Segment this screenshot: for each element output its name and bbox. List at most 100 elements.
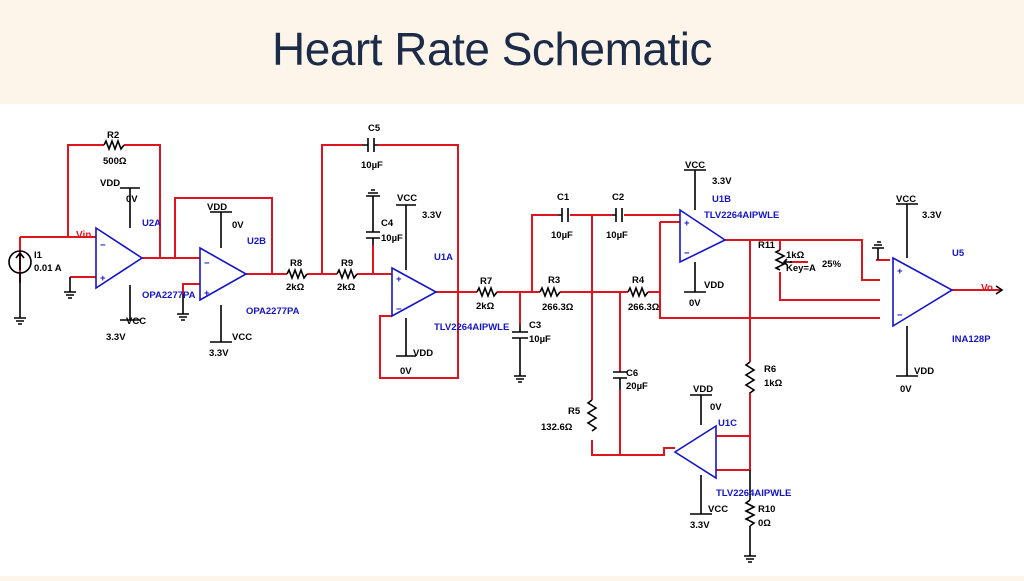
label-r11: R11 [758, 240, 776, 251]
u2b-vcc-rail [210, 305, 232, 343]
label-u2a-0v: 0V [126, 194, 138, 205]
label-r9: R9 [341, 258, 353, 269]
label-c2-value: 10µF [606, 230, 628, 241]
ground-r10 [744, 555, 756, 563]
label-u1c-part: TLV2264AIPWLE [716, 488, 791, 499]
label-u5: U5 [952, 248, 965, 259]
wire-u2b-fb [174, 197, 273, 274]
label-r7-value: 2kΩ [476, 301, 495, 312]
wire-u1c-inp [591, 440, 675, 456]
u1b-vdd-rail [684, 262, 706, 293]
label-u5-part: INA128P [952, 334, 991, 345]
label-vo: Vo [981, 283, 993, 294]
label-u2a: U2A [142, 218, 161, 229]
label-r11-value: 1kΩ [786, 250, 805, 261]
svg-text:−: − [897, 310, 903, 321]
resistor-r7 [476, 285, 498, 299]
title-bar: Heart Rate Schematic [0, 0, 1024, 104]
label-u1c-33v: 3.3V [690, 520, 710, 531]
label-c6: C6 [626, 368, 638, 379]
label-r10-value: 0Ω [758, 518, 771, 529]
svg-text:−: − [204, 258, 210, 269]
label-u1a-vcc: VCC [397, 193, 417, 204]
u1a-vdd-rail [396, 318, 416, 357]
wire-c1-left [531, 214, 558, 292]
label-u1a-0v: 0V [400, 366, 412, 377]
label-r11-percent: 25% [822, 259, 842, 270]
wire-u2a-fb-right [124, 144, 161, 258]
opamp-u1c [673, 424, 717, 480]
resistor-r9 [336, 267, 358, 281]
potentiometer-r11 [774, 249, 786, 271]
label-u1a-part: TLV2264AIPWLE [434, 322, 509, 333]
label-u1b: U1B [712, 194, 731, 205]
label-u1c-vdd: VDD [693, 384, 713, 395]
resistor-r10 [744, 499, 756, 527]
label-c5: C5 [368, 123, 381, 134]
u2b-vdd-rail [210, 211, 232, 248]
opamp-u2b: −+ [199, 246, 248, 302]
resistor-r5 [586, 399, 598, 432]
label-u1b-part: TLV2264AIPWLE [704, 210, 779, 221]
label-r2: R2 [107, 130, 119, 141]
wire-c5-left [321, 144, 362, 274]
label-c3-value: 10µF [529, 334, 551, 345]
wire-c5-right [378, 144, 459, 379]
label-c3: C3 [529, 320, 541, 331]
label-u2a-vcc: VCC [126, 316, 146, 327]
u1c-vcc-rail [690, 475, 712, 515]
wire-r11-bot [779, 272, 880, 301]
u1c-vdd-rail [690, 394, 712, 425]
label-r3: R3 [548, 275, 560, 286]
schematic-diagram: −+ −+ +− +− +− R2 500Ω C5 10µF I1 0.01 A [8, 123, 1004, 563]
label-r4-value: 266.3Ω [628, 302, 660, 313]
label-r7: R7 [480, 276, 492, 287]
capacitor-c6 [613, 371, 627, 390]
label-r5: R5 [568, 406, 581, 417]
opamp-u1a: +− [391, 266, 438, 318]
label-u5-0v: 0V [900, 384, 912, 395]
label-u2b-0v: 0V [232, 220, 244, 231]
label-r11-key: Key=A [786, 263, 816, 274]
schematic-panel: −+ −+ +− +− +− R2 500Ω C5 10µF I1 0.01 A [0, 104, 1024, 576]
label-u1a: U1A [434, 252, 453, 263]
label-r8-value: 2kΩ [286, 282, 305, 293]
label-u1b-vcc: VCC [685, 160, 705, 171]
label-u1a-vdd: VDD [413, 348, 433, 359]
label-u2a-part: OPA2277PA [142, 290, 196, 301]
u1b-vcc-rail [684, 169, 706, 210]
label-u2b-vdd: VDD [207, 202, 227, 213]
svg-text:−: − [100, 240, 106, 251]
wire-r4-right [648, 222, 661, 293]
label-u2a-33v: 3.3V [106, 332, 126, 343]
label-r6: R6 [764, 364, 776, 375]
label-u1c-0v: 0V [710, 402, 722, 413]
label-r8: R8 [290, 258, 302, 269]
capacitor-c2 [612, 208, 623, 222]
resistor-r4 [627, 285, 649, 299]
label-c2: C2 [612, 192, 624, 203]
label-r4: R4 [632, 275, 645, 286]
label-c5-value: 10µF [361, 160, 383, 171]
resistor-r3 [539, 285, 561, 299]
u1a-vcc-rail [396, 204, 416, 270]
ground-c3 [514, 375, 526, 383]
resistor-r2 [103, 138, 125, 152]
ground-u2b-ref [177, 294, 189, 321]
label-u2b-33v: 3.3V [209, 348, 229, 359]
components: −+ −+ +− +− +− [8, 138, 1004, 563]
label-i1-value: 0.01 A [34, 263, 62, 274]
labels: R2 500Ω C5 10µF I1 0.01 A Vin VDD 0V U2A… [34, 123, 993, 531]
ground-i1 [14, 317, 26, 325]
u5-vdd-rail [896, 326, 918, 377]
label-u2b-vcc: VCC [232, 332, 252, 343]
svg-text:+: + [684, 218, 690, 229]
label-r10: R10 [758, 504, 775, 515]
capacitor-c4 [366, 210, 380, 245]
slide-title: Heart Rate Schematic [272, 23, 712, 75]
label-u1a-33v: 3.3V [422, 210, 442, 221]
label-u1b-0v: 0V [689, 298, 701, 309]
ground-c4 [366, 189, 380, 210]
vo-arrow-icon [995, 285, 1004, 295]
capacitor-c1 [558, 208, 569, 222]
